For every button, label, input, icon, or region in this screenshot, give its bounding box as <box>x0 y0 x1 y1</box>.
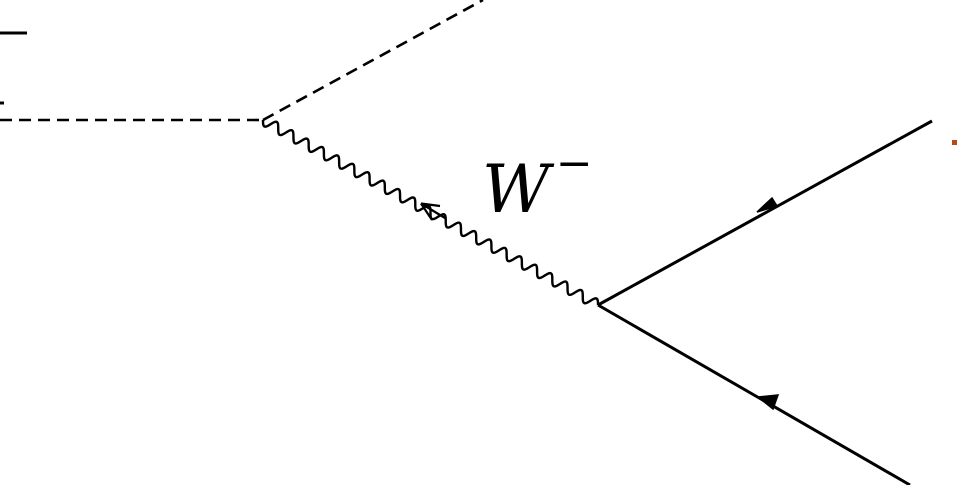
w-boson-arrow-icon <box>420 202 446 221</box>
w-boson-label: W − <box>482 138 593 228</box>
fermion-lower-arrow-icon <box>756 394 780 411</box>
fermion-line-lower <box>597 303 911 485</box>
w-charge-superscript: − <box>556 138 593 189</box>
outgoing-scalar-line <box>262 0 484 122</box>
w-symbol: W <box>482 151 555 228</box>
cropped-label-mark <box>952 140 957 145</box>
w-boson-propagator <box>261 119 600 306</box>
fermion-upper-arrow-icon <box>756 196 779 213</box>
fermion-line-upper <box>597 119 933 307</box>
